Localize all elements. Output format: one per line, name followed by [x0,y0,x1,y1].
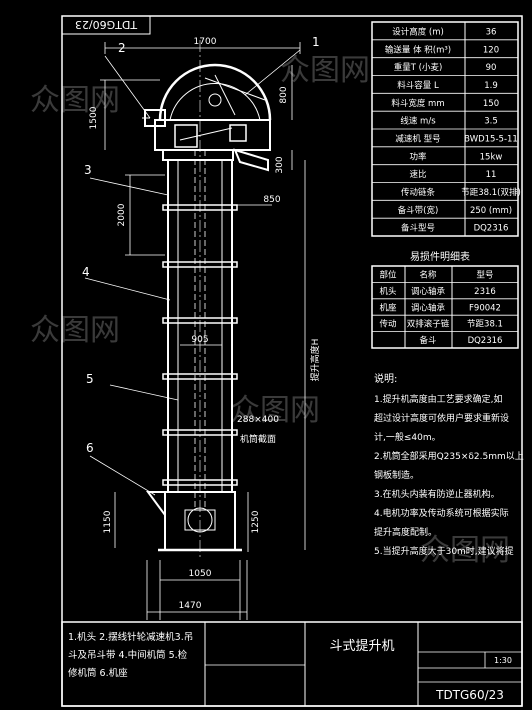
notes-title: 说明: [374,372,397,385]
spec-value: 15kw [480,152,503,162]
spec-value: 节距38.1(双排) [461,187,521,198]
callouts [84,49,301,496]
spec-label: 减速机 型号 [395,133,440,144]
note-line: 提升高度配制。 [374,526,437,538]
spec-value: 36 [486,27,497,37]
spec-label: 料斗宽度 mm [391,98,444,109]
spec-label: 料斗容量 L [397,80,439,91]
callout-6: 6 [86,441,94,455]
svg-text:众图网: 众图网 [420,533,510,568]
note-line: 2.机筒全部采用Q235×δ2.5mm以上 [374,450,524,462]
parts-cell-part: 机头 [379,286,397,297]
dimensions [100,42,306,620]
legend-line-1: 1.机头 2.摆线针轮减速机3.吊 [68,631,193,643]
spec-label: 重量T (小麦) [394,62,443,73]
dim-1500: 1500 [89,106,99,129]
spec-value: BWD15-5-11 [464,134,518,144]
parts-cell-part: 传动 [379,319,397,330]
parts-cell-model: F90042 [469,303,501,313]
note-line: 超过设计高度可依用户要求重新设 [374,412,509,424]
spec-value: 3.5 [484,117,498,127]
callout-4: 4 [82,265,90,279]
dim-1050: 1050 [189,569,212,579]
callout-labels: 2 1 3 4 5 6 [82,35,320,455]
parts-cell-model: 型号 [476,270,493,280]
drawing-number-bottom: TDTG60/23 [435,688,504,702]
title-block [61,621,523,707]
drawing-number-top: TDTG60/23 [75,18,138,31]
note-line: 1.提升机高度由工艺要求确定,如 [374,393,502,405]
parts-cell-name: 备斗 [419,335,437,346]
parts-cell-name: 名称 [419,269,437,280]
spec-value: 250 (mm) [470,206,512,216]
dimension-text: 1700 1500 800 300 2000 850 905 288×400 机… [89,37,321,611]
callout-2: 2 [118,41,126,55]
svg-text:众图网: 众图网 [30,83,120,118]
section-label: 机筒截面 [240,433,276,445]
dim-905: 905 [191,335,208,345]
dim-1700: 1700 [194,37,217,47]
scale: 1:30 [494,656,512,665]
dim-1150: 1150 [103,510,113,533]
spec-label: 线速 m/s [400,116,436,127]
note-line: 5.当提升高度大于30m时,建议将提 [374,545,514,557]
parts-cell-name: 双排滚子链 [407,319,450,330]
top-drawing-number-box: TDTG60/23 [61,15,151,35]
elevator-drawing [142,40,272,560]
drawing-title: 斗式提升机 [329,638,394,654]
notes: 1.提升机高度由工艺要求确定,如超过设计高度可依用户要求重新设计,一般≤40m。… [374,393,524,557]
note-line: 钢板制造。 [374,469,419,481]
parts-cell-model: 节距38.1 [467,320,503,330]
parts-table [371,265,519,349]
dim-800: 800 [279,86,289,103]
note-line: 计,一般≤40m。 [374,431,441,443]
dim-300: 300 [275,156,285,173]
parts-cell-name: 调心轴承 [411,302,446,313]
callout-1: 1 [312,35,320,49]
spec-label: 设计高度 (m) [392,26,444,37]
parts-cell-part: 部位 [379,269,397,280]
note-line: 3.在机头内装有防逆止器机构。 [374,488,500,500]
parts-cell-name: 调心轴承 [411,286,446,297]
legend-line-3: 修机筒 6.机座 [68,667,128,679]
parts-table-title: 易损件明细表 [410,250,470,263]
spec-label: 输送量 体 积(m³) [385,44,451,55]
spec-value: 1.9 [484,81,498,91]
spec-label: 速比 [409,169,426,180]
parts-cell-model: DQ2316 [468,336,503,346]
spec-value: 11 [486,170,497,180]
spec-label: 功率 [409,151,427,162]
spec-value: 90 [486,63,497,73]
spec-label: 备斗带(宽) [398,205,439,216]
dim-850: 850 [263,195,280,205]
callout-3: 3 [84,163,92,177]
height-label: 提升高度H [309,339,321,382]
svg-text:众图网: 众图网 [280,53,370,88]
spec-value: DQ2316 [474,224,509,234]
spec-label: 备斗型号 [401,223,435,234]
note-line: 4.电机功率及传动系统可根据实际 [374,507,509,519]
parts-cell-model: 2316 [474,287,496,297]
spec-value: 120 [483,45,499,55]
callout-5: 5 [86,372,94,386]
dim-section: 288×400 [237,415,279,425]
parts-cell-part: 机座 [379,302,397,313]
spec-value: 150 [483,99,499,109]
spec-label: 传动链条 [401,187,436,198]
dim-1470: 1470 [179,601,202,611]
spec-table-rows: 设计高度 (m) 36 输送量 体 积(m³) 120 重量T (小麦) 90 料斗容量 L… [372,26,521,234]
svg-text:众图网: 众图网 [30,313,120,348]
dim-1250: 1250 [251,510,261,533]
dim-2000: 2000 [117,203,127,226]
legend-line-2: 斗及吊斗带 4.中间机筒 5.检 [68,649,188,661]
